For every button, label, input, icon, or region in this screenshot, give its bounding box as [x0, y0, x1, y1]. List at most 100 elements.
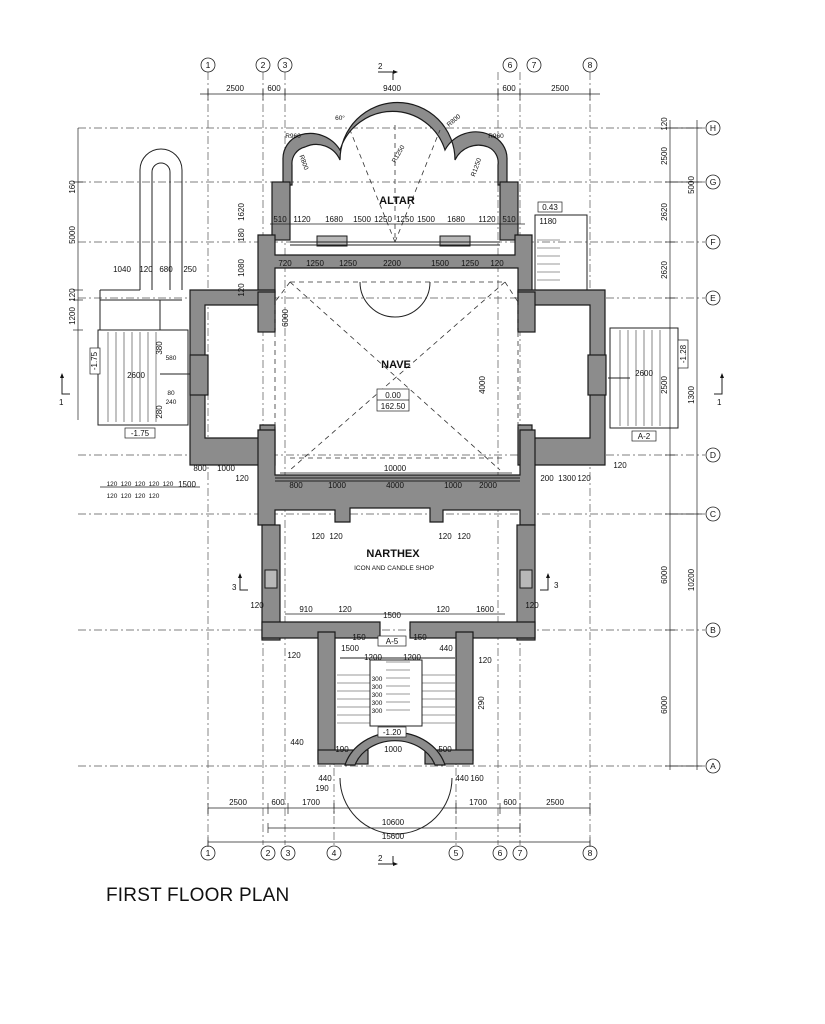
walls [189, 101, 607, 835]
bottom-dimensions: 2500 600 1700 1700 600 2500 10600 15600 [207, 798, 591, 847]
svg-text:120: 120 [163, 481, 174, 488]
svg-text:R1250: R1250 [391, 144, 407, 164]
svg-text:300: 300 [372, 708, 383, 715]
right-dimensions: 120 2500 5000 2620 2620 1300 2500 6000 1… [660, 117, 702, 770]
svg-text:120: 120 [577, 474, 591, 483]
svg-text:6: 6 [508, 60, 513, 70]
svg-text:180: 180 [237, 228, 246, 242]
svg-text:6: 6 [498, 848, 503, 858]
svg-text:8: 8 [588, 848, 593, 858]
svg-text:800: 800 [193, 464, 207, 473]
svg-text:300: 300 [372, 684, 383, 691]
svg-text:240: 240 [166, 399, 177, 406]
svg-text:1120: 1120 [478, 215, 496, 224]
svg-text:10000: 10000 [384, 464, 407, 473]
nave-level-absolute: 162.50 [381, 402, 406, 411]
svg-text:120: 120 [457, 532, 471, 541]
svg-text:440: 440 [439, 644, 453, 653]
svg-text:1300: 1300 [558, 474, 576, 483]
svg-text:80: 80 [167, 390, 175, 397]
callout-a5: A-5 [386, 637, 399, 646]
svg-text:600: 600 [271, 798, 285, 807]
right-porch: 2600 -1.28 A-2 200 1300 120 120 [540, 327, 689, 483]
svg-text:1180: 1180 [539, 217, 557, 226]
svg-text:D: D [710, 450, 716, 460]
svg-text:1000: 1000 [444, 481, 462, 490]
room-narthex: NARTHEX [366, 548, 420, 560]
svg-text:120: 120 [311, 532, 325, 541]
svg-text:1620: 1620 [237, 203, 246, 221]
svg-text:120: 120 [135, 481, 146, 488]
svg-text:720: 720 [278, 259, 292, 268]
svg-text:150: 150 [413, 633, 427, 642]
level-entrance: -1.20 [383, 728, 402, 737]
dim-top-1: 2500 [226, 84, 244, 93]
svg-text:10200: 10200 [687, 568, 696, 591]
svg-text:3: 3 [232, 583, 237, 592]
svg-text:2: 2 [266, 848, 271, 858]
svg-text:500: 500 [438, 745, 452, 754]
level-sacristy: 0.43 [542, 203, 558, 212]
svg-text:4: 4 [332, 848, 337, 858]
axis-bubbles-top: 1 2 3 6 7 8 [200, 57, 598, 73]
svg-text:120: 120 [149, 481, 160, 488]
svg-text:510: 510 [273, 215, 287, 224]
svg-text:1500: 1500 [383, 611, 401, 620]
svg-text:580: 580 [166, 355, 177, 362]
svg-text:290: 290 [477, 696, 486, 710]
svg-text:1500: 1500 [417, 215, 435, 224]
svg-text:1: 1 [206, 60, 211, 70]
svg-text:1500: 1500 [353, 215, 371, 224]
svg-text:4000: 4000 [386, 481, 404, 490]
svg-text:2200: 2200 [383, 259, 401, 268]
svg-text:1080: 1080 [237, 259, 246, 277]
svg-text:1200: 1200 [68, 307, 77, 325]
svg-text:800: 800 [289, 481, 303, 490]
svg-text:1: 1 [717, 398, 722, 407]
svg-text:300: 300 [372, 692, 383, 699]
svg-text:120: 120 [237, 283, 246, 297]
svg-text:190: 190 [335, 745, 349, 754]
svg-text:1500: 1500 [178, 480, 196, 489]
svg-text:120: 120 [121, 481, 132, 488]
svg-text:2500: 2500 [546, 798, 564, 807]
svg-text:R960: R960 [488, 133, 504, 140]
svg-text:1200: 1200 [403, 653, 421, 662]
svg-text:2000: 2000 [479, 481, 497, 490]
room-narthex-sub: ICON AND CANDLE SHOP [354, 565, 434, 572]
svg-text:1: 1 [59, 398, 64, 407]
svg-text:120: 120 [478, 656, 492, 665]
svg-text:60°: 60° [335, 114, 345, 122]
svg-text:120: 120 [235, 474, 249, 483]
svg-text:120: 120 [525, 601, 539, 610]
svg-text:1600: 1600 [476, 605, 494, 614]
svg-text:5: 5 [454, 848, 459, 858]
svg-text:2620: 2620 [660, 203, 669, 221]
axis-bubbles-bottom: 1 2 3 4 5 6 7 8 [200, 845, 598, 861]
svg-text:2500: 2500 [229, 798, 247, 807]
svg-text:120: 120 [438, 532, 452, 541]
axis-bubbles-right: H G F E D C B A [705, 120, 721, 774]
callout-a2: A-2 [638, 432, 651, 441]
svg-text:2: 2 [261, 60, 266, 70]
svg-text:5000: 5000 [68, 226, 77, 244]
svg-text:3: 3 [554, 581, 559, 590]
dim-top-2: 600 [267, 84, 281, 93]
svg-text:440: 440 [455, 774, 469, 783]
svg-text:A: A [710, 761, 716, 771]
svg-text:R960: R960 [285, 133, 301, 140]
svg-text:120: 120 [436, 605, 450, 614]
level-right-porch: -1.28 [679, 344, 688, 363]
svg-text:1700: 1700 [302, 798, 320, 807]
svg-text:C: C [710, 509, 716, 519]
svg-text:1120: 1120 [293, 215, 311, 224]
svg-text:3: 3 [283, 60, 288, 70]
top-dimensions: 2500 600 9400 600 2500 [200, 84, 600, 100]
svg-text:200: 200 [540, 474, 554, 483]
svg-text:E: E [710, 293, 716, 303]
left-porch-width: 2600 [127, 371, 145, 380]
svg-text:300: 300 [372, 676, 383, 683]
svg-text:680: 680 [159, 265, 173, 274]
svg-text:8: 8 [588, 60, 593, 70]
